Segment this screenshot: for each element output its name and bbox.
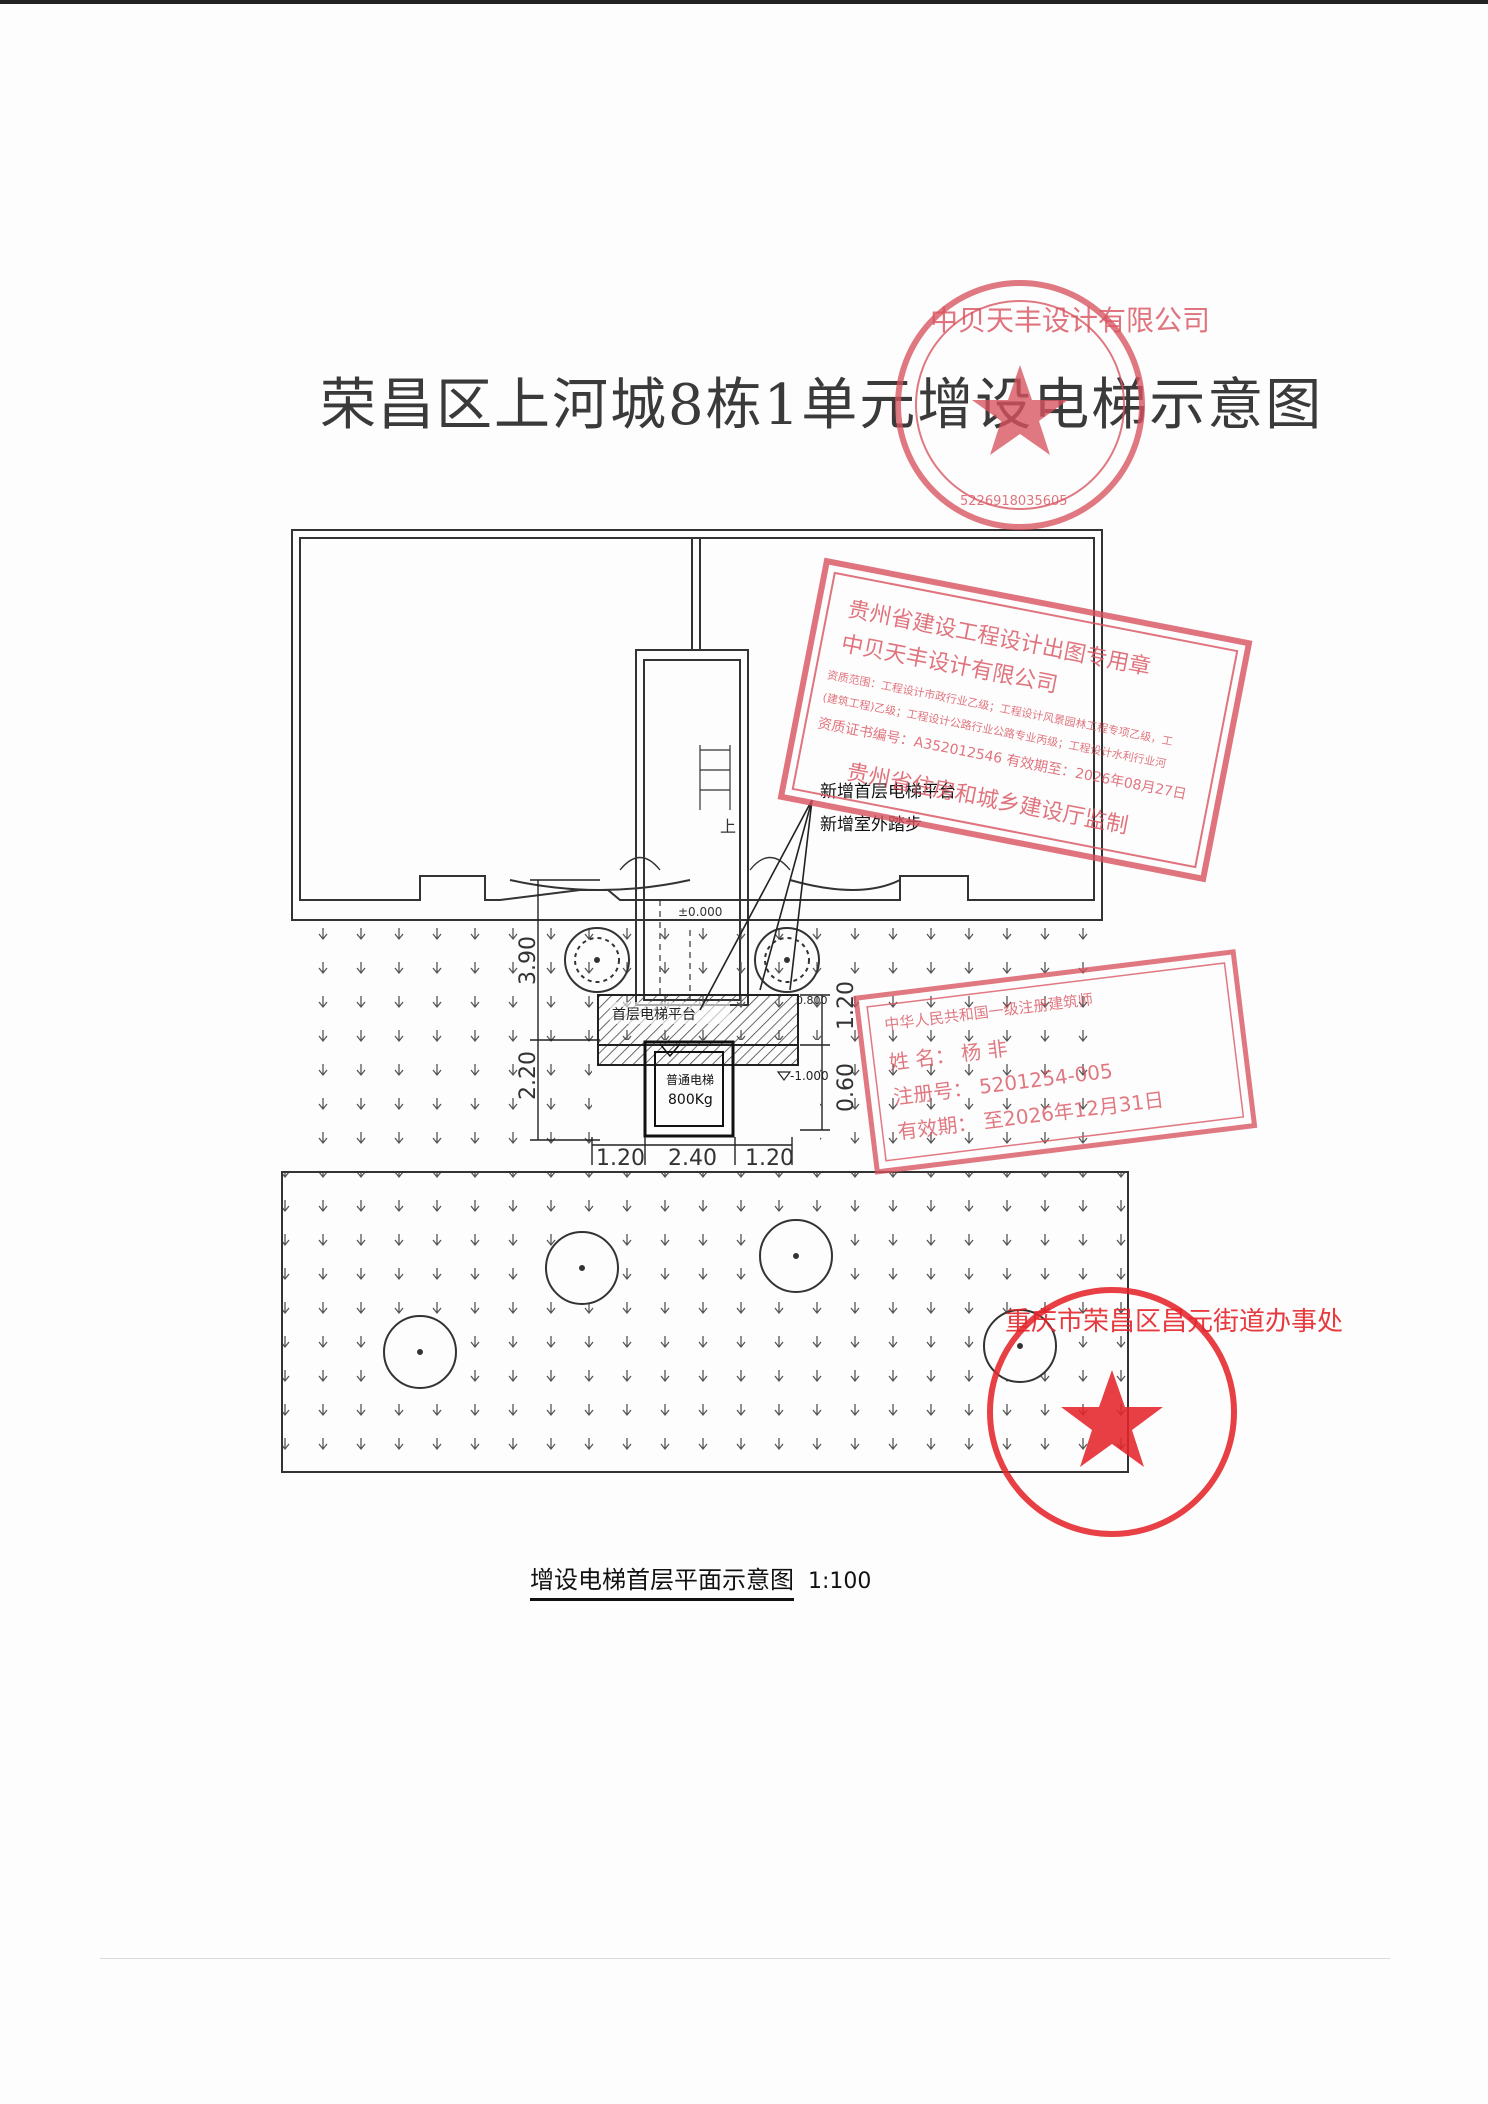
company-stamp-number: 5226918035605 (960, 494, 1068, 509)
dimension-lines (530, 879, 830, 1165)
dim-bottom-3: 1.20 (745, 1146, 794, 1171)
drawing-caption: 增设电梯首层平面示意图 1:100 (530, 1560, 872, 1601)
caption-title: 增设电梯首层平面示意图 (530, 1566, 794, 1601)
elevation-zero: ±0.000 (678, 905, 722, 919)
scan-bottom-line (100, 1958, 1390, 1959)
elevation-minus: -1.000 (790, 1069, 829, 1083)
elevator-name: 普通电梯 (666, 1073, 714, 1087)
tree-symbols-upper (564, 927, 820, 993)
company-round-stamp (895, 280, 1145, 530)
steps-annotation: 新增室外踏步 (820, 815, 922, 835)
ground-area-mid-left (292, 1040, 592, 1165)
office-stamp-text: 重庆市荣昌区昌元街道办事处 (1005, 1307, 1343, 1337)
elevator-shaft (643, 1040, 735, 1138)
office-round-stamp (987, 1287, 1237, 1537)
elevation-platform: 0.800 (796, 994, 828, 1007)
dim-right-lower: 0.60 (834, 1063, 859, 1112)
dim-left-upper: 3.90 (516, 936, 541, 985)
platform-strip-label: 首层电梯平台 (612, 1007, 696, 1023)
company-stamp-text: 中贝天丰设计有限公司 (930, 304, 1210, 337)
stair-up-label: 上 (720, 817, 736, 836)
caption-scale: 1:100 (808, 1569, 872, 1594)
dim-bottom-2: 2.40 (668, 1146, 717, 1171)
document-title: 荣昌区上河城8栋1单元增设电梯示意图 (320, 373, 1324, 438)
leader-lines (699, 799, 813, 1011)
platform-annotation: 新增首层电梯平台 (820, 782, 956, 802)
elevator-load: 800Kg (668, 1092, 713, 1108)
scan-top-border (0, 0, 1488, 4)
dim-bottom-1: 1.20 (596, 1146, 645, 1171)
dim-left-lower: 2.20 (516, 1051, 541, 1100)
